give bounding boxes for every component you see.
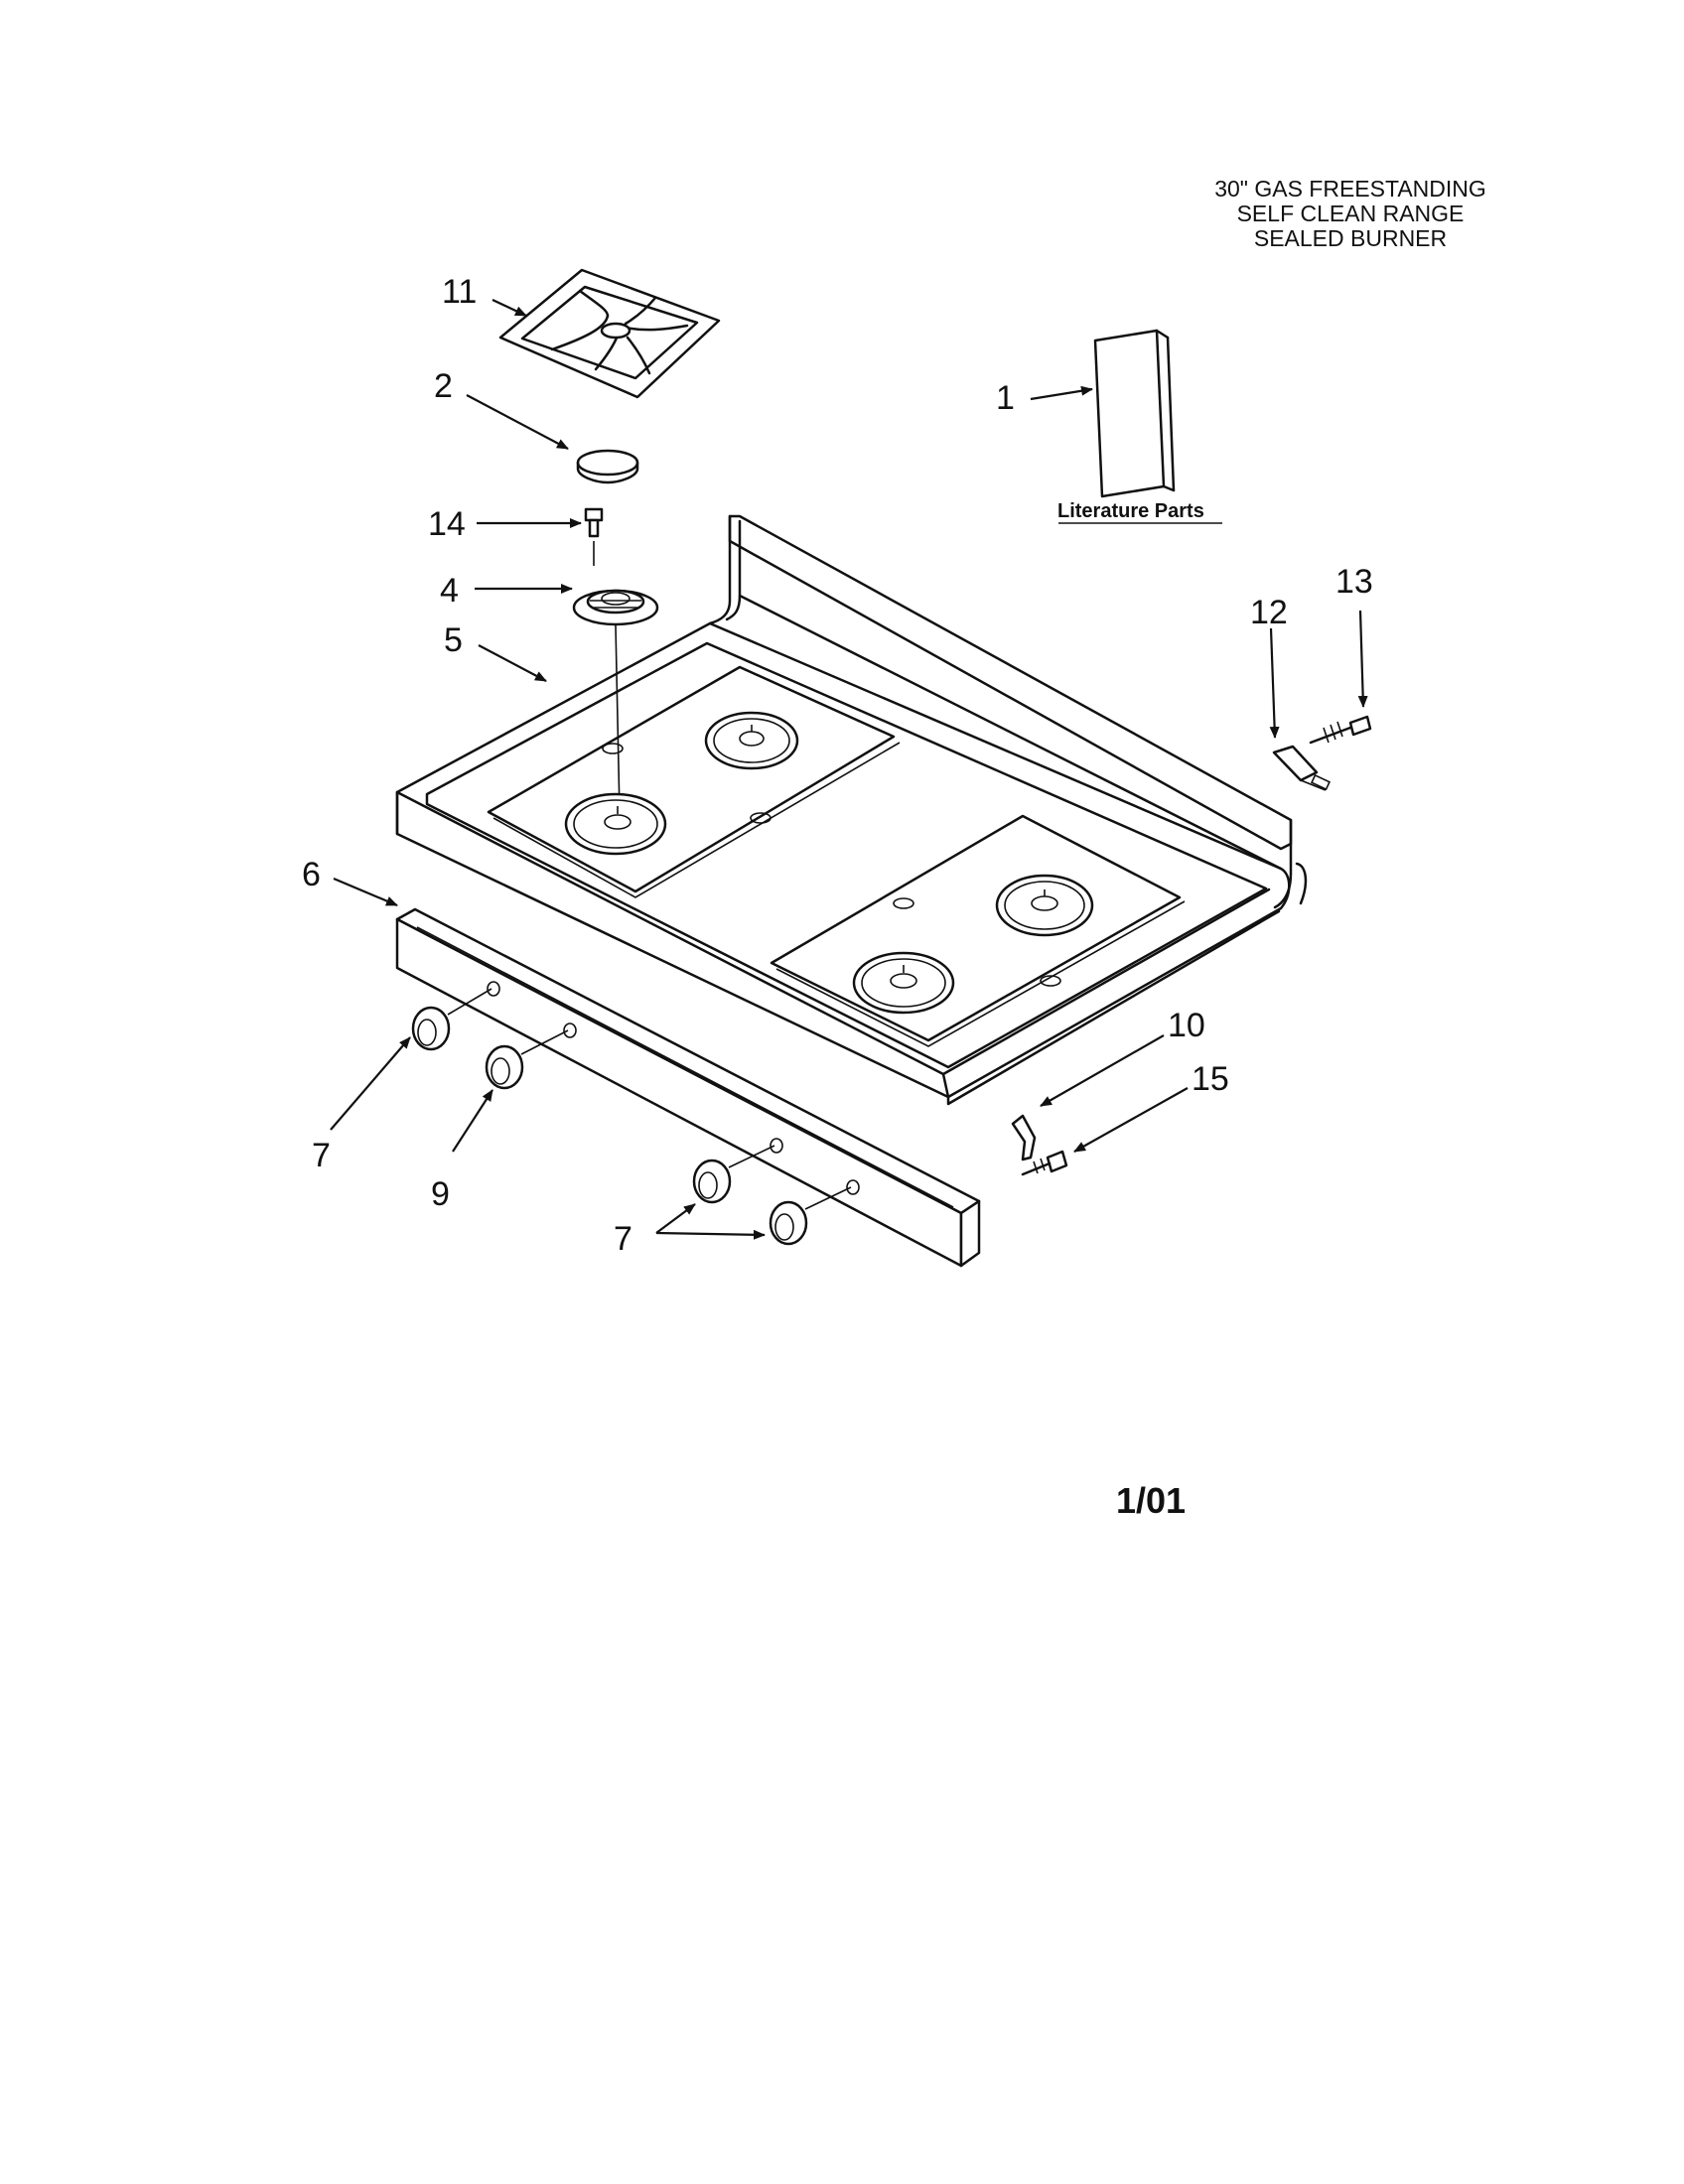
callout-4: 4: [440, 572, 459, 610]
diagram-title: 30" GAS FREESTANDING SELF CLEAN RANGE SE…: [1142, 177, 1559, 251]
callout-6: 6: [302, 856, 321, 893]
panel-screw: [1021, 1150, 1068, 1176]
control-panel: [395, 907, 981, 1268]
knob-left-rear: [485, 1029, 569, 1090]
literature-parts-label: Literature Parts: [1057, 500, 1204, 522]
title-line-1: 30" GAS FREESTANDING: [1214, 176, 1486, 202]
ignition-switch: [1272, 745, 1332, 791]
callout-12: 12: [1250, 594, 1288, 631]
callout-5: 5: [444, 621, 463, 659]
knob-right-front: [769, 1186, 852, 1246]
callout-7-left: 7: [312, 1137, 331, 1174]
title-line-2: SELF CLEAN RANGE: [1236, 201, 1465, 226]
burner-base: [572, 589, 659, 815]
callout-2: 2: [434, 367, 453, 405]
callout-9: 9: [431, 1175, 450, 1213]
callout-11: 11: [442, 273, 477, 311]
callout-7-right: 7: [614, 1220, 632, 1258]
burner-head-front-left: [564, 792, 667, 856]
callout-14: 14: [428, 505, 466, 543]
callout-15: 15: [1192, 1060, 1229, 1098]
callout-13: 13: [1335, 563, 1373, 601]
clip: [1011, 1114, 1037, 1161]
callout-10: 10: [1168, 1007, 1205, 1044]
date-code: 1/01: [1116, 1480, 1186, 1521]
burner-head-front-right: [852, 951, 955, 1015]
burner-cap: [576, 449, 639, 484]
callout-arrows: [330, 299, 1368, 1240]
callout-1: 1: [996, 379, 1015, 417]
burner-grate: [498, 268, 721, 399]
burner-screw: [584, 507, 604, 566]
knob-right-rear: [692, 1145, 775, 1204]
literature-parts-booklet: [1093, 329, 1176, 498]
burner-head-rear-right: [995, 874, 1094, 937]
cooktop: [395, 514, 1308, 1106]
switch-screw: [1309, 715, 1372, 745]
title-line-3: SEALED BURNER: [1253, 225, 1448, 251]
knob-left-front: [411, 988, 492, 1051]
burner-head-rear-left: [704, 711, 799, 770]
